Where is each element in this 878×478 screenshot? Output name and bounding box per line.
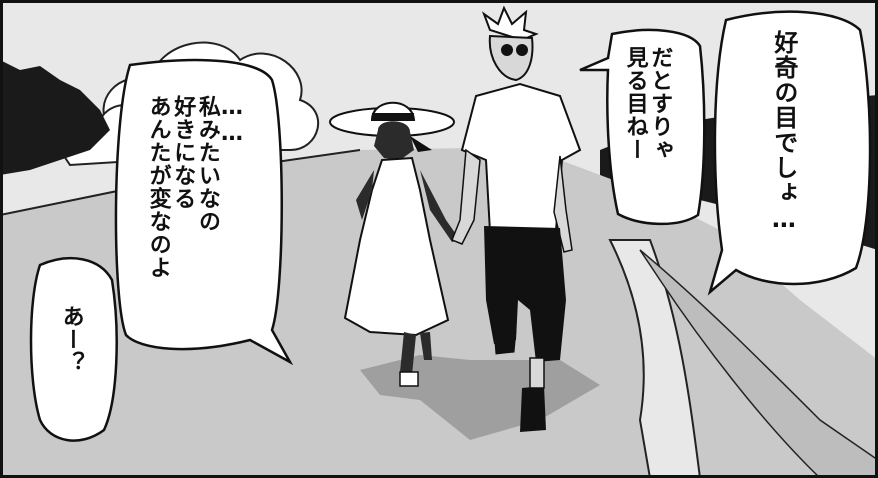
man-comment-text: だとすりゃ 見る目ねー [622,46,673,161]
sandal [399,371,419,387]
man-figure [451,5,582,432]
woman-figure [329,101,460,387]
shoe [520,386,546,432]
man-question-text: あー？ [58,305,84,374]
woman-reply-text: …… 私みたいなの 好きになる あんたが変なのよ [145,95,245,279]
sunglasses-left [501,44,513,56]
speech-bubble-woman-reply [114,58,294,366]
speech-bubble-man-comment [579,28,706,226]
woman-head [374,121,414,160]
woman-remark-text: 好奇の目でしょ… [769,30,798,234]
black-pants [484,226,566,362]
speech-bubble-woman-remark [707,10,872,296]
hill-left [0,60,110,175]
speech-bubble-man-question [29,257,118,442]
sunglasses-right [516,44,528,56]
road-curve [639,249,878,478]
